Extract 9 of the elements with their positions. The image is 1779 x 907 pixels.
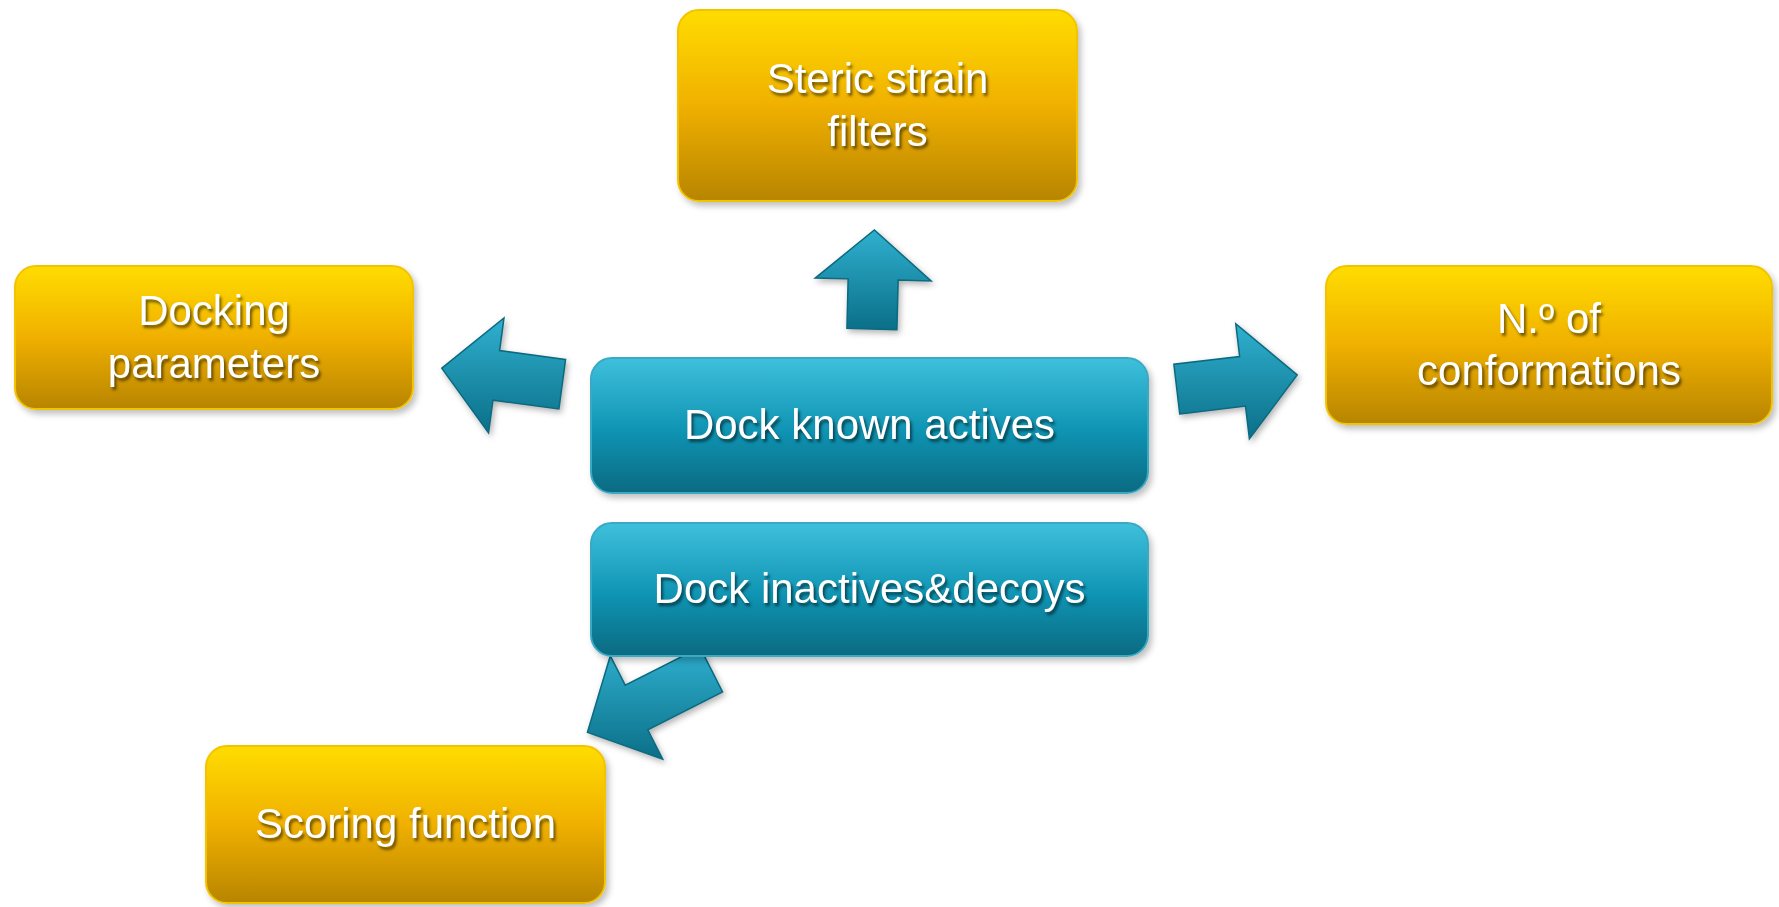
result-box: N.º of conformations — [1325, 265, 1773, 425]
process-box: Dock known actives — [590, 357, 1149, 494]
block-arrow — [440, 316, 567, 435]
result-box: Steric strain filters — [677, 9, 1078, 202]
result-box: Docking parameters — [14, 265, 414, 410]
block-arrow — [1173, 321, 1299, 441]
block-arrow — [813, 229, 934, 331]
process-box: Dock inactives&decoys — [590, 522, 1149, 657]
result-box: Scoring function — [205, 745, 606, 904]
